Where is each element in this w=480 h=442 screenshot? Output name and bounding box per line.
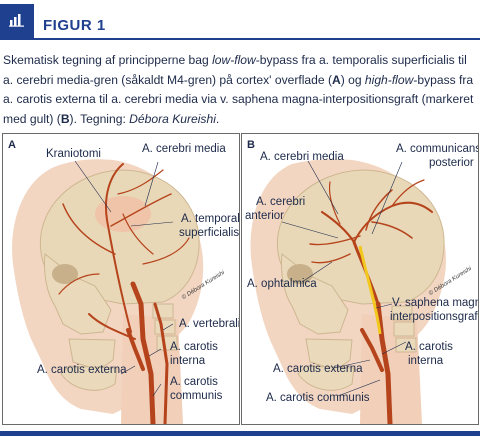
label-kraniotomi: Kraniotomi: [46, 148, 101, 160]
illustration-head-b: [250, 159, 447, 424]
label-b-carotis-interna-2: interna: [408, 355, 444, 367]
footer-rule: [0, 431, 480, 436]
caption-text: ) og: [340, 72, 365, 87]
caption-italic: low-flow: [212, 53, 256, 67]
label-a-carotis-communis-1: A. carotis: [170, 376, 218, 388]
caption-text: -bypass fra a. carotis externa til a. ce…: [3, 72, 474, 126]
caption-bold: B: [60, 111, 70, 126]
header-rule: [0, 38, 480, 40]
caption-italic: high-flow: [364, 72, 414, 87]
figure-header: FIGUR 1: [0, 0, 480, 40]
label-a-carotis-interna-2: interna: [170, 355, 206, 367]
label-a-temporalis-2: superficialis: [179, 227, 240, 239]
panel-a-letter: A: [8, 139, 16, 151]
label-b-carotis-interna-1: A. carotis: [405, 341, 453, 353]
label-a-vertebralis: A. vertebralis: [179, 318, 240, 330]
label-b-ophtalmica: A. ophtalmica: [247, 278, 317, 290]
header-tab: [0, 4, 34, 40]
figure-caption: Skematisk tegning af principperne bag lo…: [3, 51, 477, 129]
label-a-cerebri-media: A. cerebri media: [142, 143, 226, 155]
panel-b-letter: B: [247, 139, 255, 151]
label-b-saphena-1: V. saphena magna: [392, 297, 479, 309]
label-a-carotis-interna-1: A. carotis: [170, 341, 218, 353]
figure-label: FIGUR 1: [43, 17, 106, 34]
label-b-carotis-externa: A. carotis externa: [273, 363, 363, 375]
label-b-cerebri-anterior-1: A. cerebri: [256, 196, 306, 208]
label-b-cerebri-media: A. cerebri media: [260, 151, 344, 163]
label-b-communicans-2: posterior: [429, 157, 474, 169]
label-a-temporalis-1: A. temporalis: [181, 213, 240, 225]
caption-italic: Débora Kureishi: [129, 111, 216, 126]
caption-text: .: [215, 111, 220, 126]
caption-text: -bypass fra a. temporalis superficialis …: [3, 53, 467, 87]
illustration-head-a: [12, 159, 204, 424]
panel-b: B A. cerebri media A. communicans poster…: [241, 133, 479, 425]
label-a-carotis-communis-2: communis: [170, 390, 223, 402]
label-b-carotis-communis: A. carotis communis: [266, 392, 370, 404]
caption-text: Skematisk tegning af principperne bag: [3, 53, 213, 67]
bar-chart-icon: [9, 14, 24, 27]
label-a-carotis-externa: A. carotis externa: [37, 364, 127, 376]
caption-bold: A: [331, 72, 341, 87]
label-b-saphena-2: interpositionsgraft: [390, 311, 479, 323]
label-b-cerebri-anterior-2: anterior: [245, 210, 284, 222]
label-b-communicans-1: A. communicans: [396, 143, 479, 155]
caption-text: ). Tegning:: [69, 111, 130, 126]
panel-a: A Kraniotomi A. cerebri media A. tempora…: [2, 133, 240, 425]
